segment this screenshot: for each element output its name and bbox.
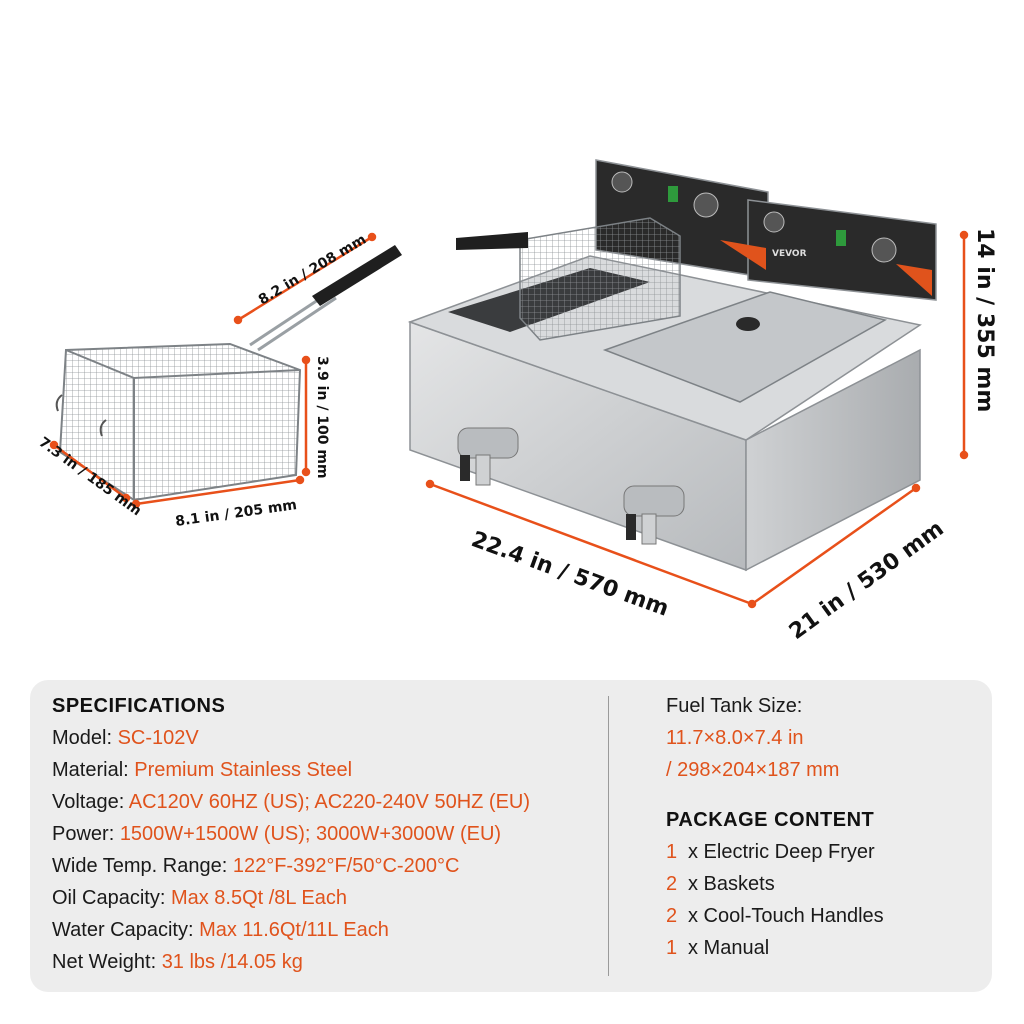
spec-row-water-capacity: Water Capacity: Max 11.6Qt/11L Each (52, 919, 389, 941)
basket-width-dimension: 8.1 in / 205 mm (174, 497, 298, 530)
basket-dimension-lines (49, 232, 377, 509)
fuel-tank-value-mm: / 298×204×187 mm (666, 759, 840, 781)
package-column: Fuel Tank Size: 11.7×8.0×7.4 in / 298×20… (666, 690, 976, 964)
specifications-column: SPECIFICATIONS Model: SC-102V Material: … (52, 690, 592, 978)
brand-mark: VEVOR (772, 249, 807, 259)
drain-valve-left (457, 427, 519, 486)
spec-row-oil-capacity: Oil Capacity: Max 8.5Qt /8L Each (52, 887, 347, 909)
spec-row-material: Material: Premium Stainless Steel (52, 759, 353, 781)
specifications-panel: SPECIFICATIONS Model: SC-102V Material: … (30, 680, 992, 992)
spec-row-model: Model: SC-102V (52, 727, 199, 749)
fryer-width-dimension: 22.4 in / 570 mm (468, 527, 672, 622)
fuel-tank-label: Fuel Tank Size: (666, 695, 803, 717)
deep-fryer-illustration: VEVOR (407, 159, 937, 572)
fryer-dimension-lines (425, 230, 969, 609)
basket-height-dimension: 3.9 in / 100 mm (314, 356, 330, 479)
basket-handle-grip (312, 245, 402, 306)
spec-row-voltage: Voltage: AC120V 60HZ (US); AC220-240V 50… (52, 791, 531, 813)
spec-row-temp-range: Wide Temp. Range: 122°F-392°F/50°C-200°C (52, 855, 460, 877)
specifications-heading: SPECIFICATIONS (52, 695, 226, 717)
drain-valve-right (623, 485, 685, 545)
fry-basket-illustration (55, 245, 402, 502)
spec-row-net-weight: Net Weight: 31 lbs /14.05 kg (52, 951, 303, 973)
fuel-tank-value-in: 11.7×8.0×7.4 in (666, 727, 804, 749)
spec-row-power: Power: 1500W+1500W (US); 3000W+3000W (EU… (52, 823, 502, 845)
fryer-height-dimension: 14 in / 355 mm (972, 228, 997, 412)
panel-divider (608, 696, 609, 976)
lid-knob (736, 317, 760, 331)
basket-handle-dimension: 8.2 in / 208 mm (256, 232, 369, 309)
package-content-heading: PACKAGE CONTENT (666, 809, 875, 831)
product-figure: 8.2 in / 208 mm 3.9 in / 100 mm 7.3 in /… (36, 159, 997, 645)
